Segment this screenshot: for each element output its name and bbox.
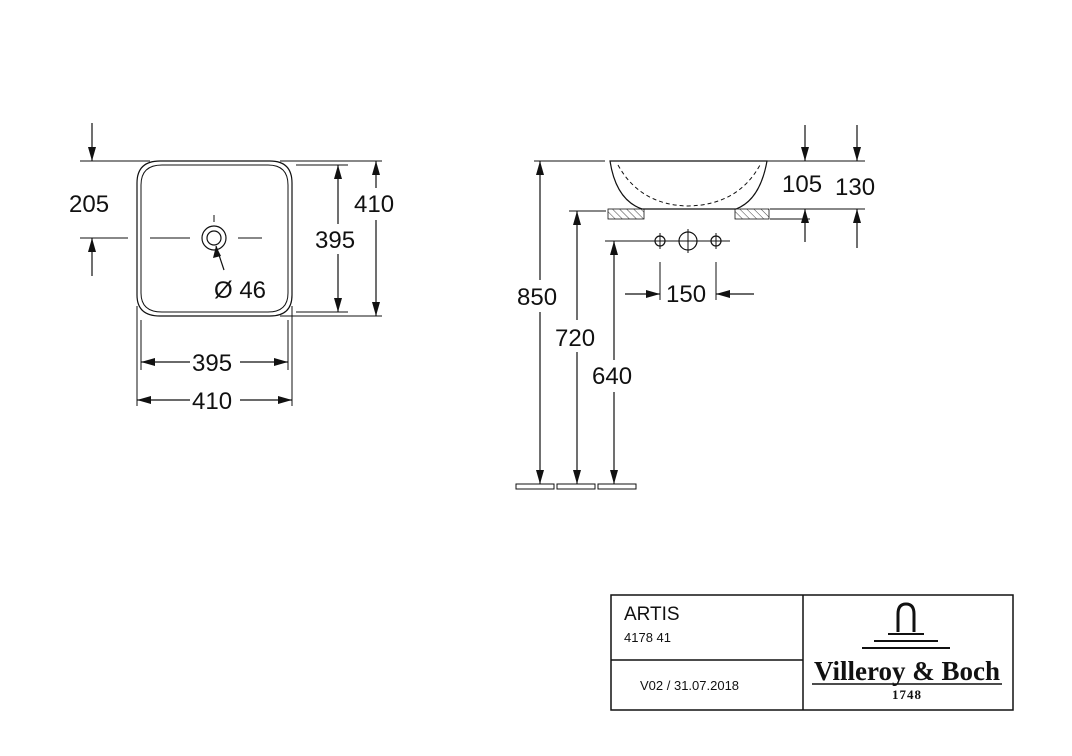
top-view: Ø 46 205 395 410 395: [69, 123, 394, 415]
dim-205-label: 205: [69, 191, 109, 218]
brand-name: Villeroy & Boch: [814, 656, 1000, 686]
arrow-395-h-right: [274, 358, 288, 366]
bowl-inner-dashed: [617, 164, 761, 207]
floor-plate-3: [597, 483, 637, 490]
side-view: 105 130 150 850: [515, 125, 875, 490]
arrow-850-top: [536, 161, 544, 175]
arrow-410-v-top: [372, 161, 380, 175]
arrow-395-v-top: [334, 165, 342, 179]
basin-outer-outline: [136, 160, 293, 317]
arrow-410-v-bottom: [372, 302, 380, 316]
drain-hole-inner: [206, 230, 222, 246]
dim-395-horizontal-label: 395: [192, 350, 232, 377]
arrow-410-h-right: [278, 396, 292, 404]
title-block-frame: [610, 594, 1014, 711]
arrow-205-top: [88, 147, 96, 161]
countertop-left: [607, 208, 645, 220]
hole-diameter-label: Ø 46: [214, 277, 266, 304]
arrow-640-top: [610, 241, 618, 255]
arrow-150-right: [716, 290, 730, 298]
dim-640-label: 640: [592, 363, 632, 390]
arrow-130-top: [853, 147, 861, 161]
basin-inner-outline: [140, 164, 289, 313]
floor-plate-2: [556, 483, 596, 490]
countertop-right: [734, 208, 770, 220]
hole-leader-arrow: [213, 246, 221, 258]
faucet-logo-icon: [862, 602, 950, 649]
arrow-720-top: [573, 211, 581, 225]
dim-130-label: 130: [835, 174, 875, 201]
model-name: ARTIS: [624, 604, 680, 625]
dim-720-label: 720: [555, 325, 595, 352]
version-date: V02 / 31.07.2018: [640, 678, 739, 693]
dim-150-label: 150: [666, 281, 706, 308]
brand-year: 1748: [892, 687, 922, 702]
arrow-395-h-left: [141, 358, 155, 366]
dim-850-label: 850: [517, 284, 557, 311]
arrow-205-bottom: [88, 238, 96, 252]
drain-hole-outer: [201, 225, 227, 251]
bowl-outline: [609, 160, 768, 210]
arrow-720-bottom: [573, 470, 581, 484]
arrow-150-left: [646, 290, 660, 298]
dim-105-label: 105: [782, 171, 822, 198]
arrow-105-top: [801, 147, 809, 161]
arrow-850-bottom: [536, 470, 544, 484]
arrow-640-bottom: [610, 470, 618, 484]
title-block: ARTIS 4178 41 V02 / 31.07.2018 Villeroy …: [610, 594, 1014, 711]
dim-395-vertical-label: 395: [315, 227, 355, 254]
dim-410-horizontal-label: 410: [192, 388, 232, 415]
arrow-130-bottom: [853, 209, 861, 223]
article-number: 4178 41: [624, 630, 671, 645]
arrow-410-h-left: [137, 396, 151, 404]
floor-plate-1: [515, 483, 555, 490]
arrow-105-bottom: [801, 209, 809, 223]
dim-410-vertical-label: 410: [354, 191, 394, 218]
arrow-395-v-bottom: [334, 298, 342, 312]
